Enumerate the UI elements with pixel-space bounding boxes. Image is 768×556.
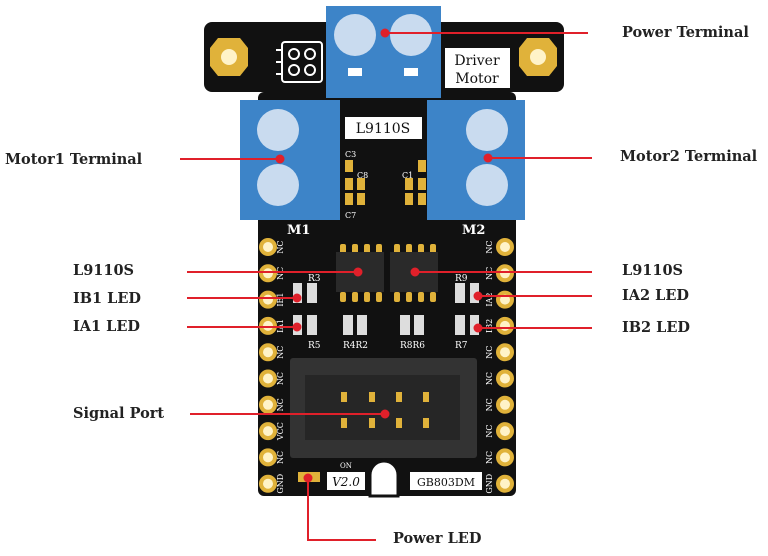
chip-pin <box>352 292 358 302</box>
r3-mark: R3 <box>308 274 321 284</box>
header-pin-label: IA2 <box>485 293 494 307</box>
c7-mark: C7 <box>345 211 356 220</box>
header-pin <box>496 369 514 388</box>
label-ia1-led: IA1 LED <box>73 318 140 335</box>
header-pin-label: GND <box>276 474 285 494</box>
m1-mark: M1 <box>287 223 310 238</box>
header-pin <box>259 422 277 441</box>
header-pin-label: NC <box>276 240 285 253</box>
header-pin-label: VCC <box>276 422 285 441</box>
chip-pin <box>340 292 346 302</box>
m2-mark: M2 <box>462 223 485 238</box>
r7-mark: R7 <box>455 341 468 351</box>
header-pin <box>496 316 514 335</box>
model-mark: GB803DM <box>417 476 475 489</box>
header-pin <box>496 422 514 441</box>
power-terminal <box>326 6 441 98</box>
chip-pin <box>406 292 412 302</box>
header-pin <box>259 316 277 335</box>
header-pin <box>259 343 277 362</box>
logo-icon <box>276 41 323 83</box>
header-pin-label: NC <box>276 398 285 411</box>
header-pin <box>259 474 277 493</box>
label-signal-port: Signal Port <box>73 405 165 422</box>
label-motor2-terminal: Motor2 Terminal <box>620 148 758 165</box>
header-pin <box>259 369 277 388</box>
header-pin-label: NC <box>485 425 494 438</box>
signal-port <box>290 358 477 458</box>
board-name-line1: Driver <box>454 53 500 69</box>
label-motor1-terminal: Motor1 Terminal <box>5 151 143 168</box>
header-pin-label: IB2 <box>485 319 494 333</box>
label-ib1-led: IB1 LED <box>73 290 141 307</box>
chip-pin <box>352 244 358 254</box>
header-pin <box>496 238 514 256</box>
header-pin-label: NC <box>276 451 285 464</box>
header-pin <box>496 395 514 414</box>
header-pin <box>496 290 514 309</box>
header-pin <box>259 395 277 414</box>
header-pin <box>259 448 277 467</box>
c3-mark: C3 <box>345 150 356 159</box>
header-pin <box>496 448 514 467</box>
header-pin-label: NC <box>276 346 285 359</box>
c8-mark: C8 <box>357 171 368 180</box>
header-pin <box>259 290 277 309</box>
chip-pin <box>430 292 436 302</box>
c1-mark: C1 <box>402 171 413 180</box>
header-pin <box>259 238 277 256</box>
chip-pin <box>394 244 400 254</box>
chip-pin <box>406 244 412 254</box>
motor2-terminal <box>427 100 525 220</box>
chip-pin <box>376 292 382 302</box>
header-pin <box>259 264 277 283</box>
header-pin-label: NC <box>276 372 285 385</box>
r4r2-mark: R4R2 <box>343 341 368 351</box>
label-power-led: Power LED <box>393 530 482 547</box>
header-pin-label: NC <box>276 267 285 280</box>
chip-pin <box>340 244 346 254</box>
label-l9110s-right: L9110S <box>622 262 684 279</box>
r9-mark: R9 <box>455 274 468 284</box>
header-pin-label: NC <box>485 267 494 280</box>
label-ia2-led: IA2 LED <box>622 287 689 304</box>
version-mark: V2.0 <box>332 475 360 489</box>
chip-pin <box>376 244 382 254</box>
chip-pin <box>430 244 436 254</box>
header-pin-label: IA1 <box>276 319 285 333</box>
chip-silkscreen: L9110S <box>356 121 411 137</box>
chip-pin <box>364 292 370 302</box>
chip-pin <box>394 292 400 302</box>
callout-lines <box>180 28 592 541</box>
label-ib2-led: IB2 LED <box>622 319 690 336</box>
header-pin-label: NC <box>485 398 494 411</box>
board-name-line2: Motor <box>455 71 499 87</box>
chip-pin <box>418 244 424 254</box>
chip-pin <box>364 244 370 254</box>
header-pin-label: GND <box>485 474 494 494</box>
chip-pin <box>418 292 424 302</box>
label-l9110s-left: L9110S <box>73 262 135 279</box>
r5-mark: R5 <box>308 341 321 351</box>
header-pin <box>496 264 514 283</box>
label-power-terminal: Power Terminal <box>622 24 749 41</box>
header-pin-label: IB1 <box>276 293 285 307</box>
on-mark: ON <box>340 462 352 470</box>
header-pin <box>496 474 514 493</box>
header-pin <box>496 343 514 362</box>
header-pin-label: NC <box>485 240 494 253</box>
header-pin-label: NC <box>485 451 494 464</box>
r8r6-mark: R8R6 <box>400 341 425 351</box>
header-pin-label: NC <box>485 372 494 385</box>
header-pin-label: NC <box>485 346 494 359</box>
